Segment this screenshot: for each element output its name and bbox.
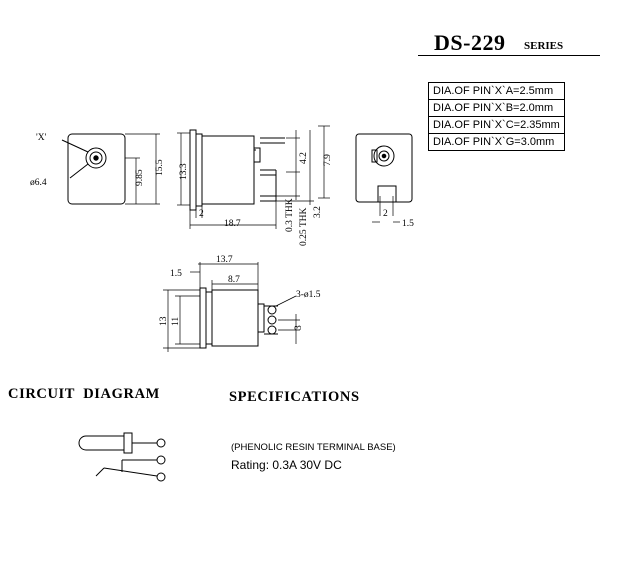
dim-pitch: 3 — [294, 325, 304, 330]
title-underline — [418, 55, 600, 56]
dim-inner-height: 9.85 — [135, 169, 145, 186]
pin-x-label: 'X' — [36, 133, 47, 143]
dim-thk1: 0.3 THK — [285, 198, 295, 232]
table-row: DIA.OF PIN`X`B=2.0mm — [428, 99, 565, 117]
pin-diameter-table: DIA.OF PIN`X`A=2.5mm DIA.OF PIN`X`B=2.0m… — [428, 82, 565, 151]
table-cell: DIA.OF PIN`X`B=2.0mm — [428, 99, 565, 117]
front-view — [61, 133, 160, 205]
dim-bottom-total: 13.7 — [216, 255, 233, 265]
rating-text: Rating: 0.3A 30V DC — [231, 458, 342, 472]
table-row: DIA.OF PIN`X`A=2.5mm — [428, 82, 565, 100]
dim-bottom-inner: 8.7 — [228, 275, 240, 285]
dim-thk2: 0.25 THK — [299, 208, 309, 246]
dim-pin: 3.2 — [313, 206, 323, 218]
dim-rear-gap: 1.5 — [402, 219, 414, 229]
series-label: SERIES — [524, 40, 564, 52]
dim-holes: 3-ø1.5 — [296, 290, 321, 300]
dim-right: 7.9 — [323, 154, 333, 166]
specifications-heading: SPECIFICATIONS — [229, 389, 360, 405]
dim-bottom-outer-height: 13 — [159, 316, 169, 326]
dim-outer-height: 15.5 — [155, 159, 165, 176]
dim-dia: ø6.4 — [30, 178, 47, 188]
terminal-base-note: (PHENOLIC RESIN TERMINAL BASE) — [231, 442, 396, 453]
side-view — [177, 125, 330, 229]
dim-side-length: 18.7 — [224, 219, 241, 229]
table-cell: DIA.OF PIN`X`C=2.35mm — [428, 116, 565, 134]
dim-bottom-inner-height: 11 — [171, 317, 181, 326]
circuit-diagram — [78, 432, 166, 482]
dim-side-flange: 2 — [199, 209, 204, 219]
dim-bottom-offset: 1.5 — [170, 269, 182, 279]
circuit-diagram-heading: CIRCUIT DIAGRAM — [8, 386, 160, 402]
table-row: DIA.OF PIN`X`C=2.35mm — [428, 116, 565, 134]
table-row: DIA.OF PIN`X`G=3.0mm — [428, 133, 565, 151]
table-cell: DIA.OF PIN`X`A=2.5mm — [428, 82, 565, 100]
dim-top: 4.2 — [299, 152, 309, 164]
bottom-view — [163, 262, 300, 352]
model-title: DS-229 — [434, 30, 506, 55]
table-cell: DIA.OF PIN`X`G=3.0mm — [428, 133, 565, 151]
rear-view — [355, 133, 413, 223]
dim-side-height: 13.3 — [179, 163, 189, 180]
dim-rear-flange: 2 — [383, 209, 388, 219]
